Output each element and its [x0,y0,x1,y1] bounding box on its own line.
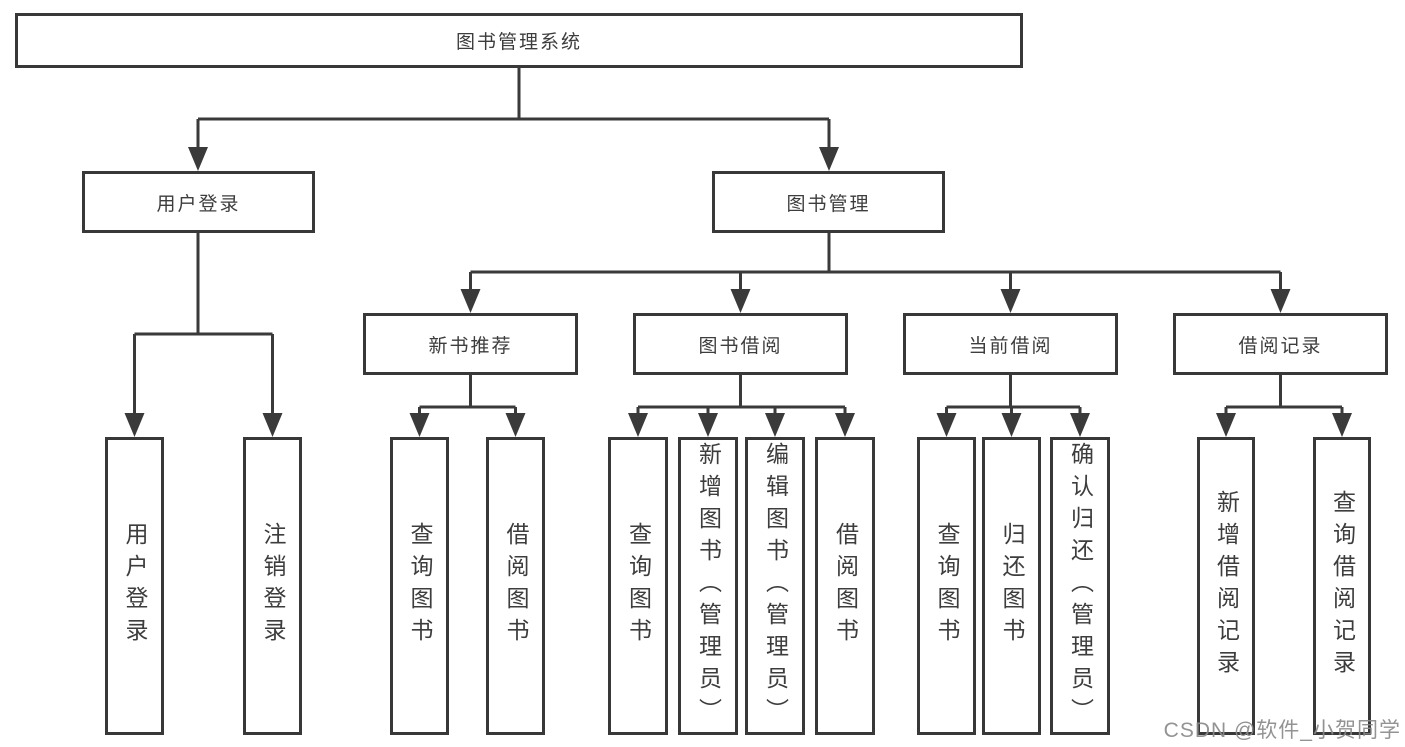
leaf-edit-books-admin-label: 编辑图书（管理员） [762,442,789,730]
arrowhead-recommend-leaf-2 [505,413,526,437]
node-book-borrow-label: 图书借阅 [698,335,783,357]
leaf-return-books-label: 归还图书 [999,522,1025,650]
arrowhead-records-leaf-1 [1216,413,1236,437]
leaf-user-login-label: 用户登录 [122,522,148,650]
csdn-watermark: CSDN @软件_小贺同学 [1163,719,1401,742]
node-root-label: 图书管理系统 [455,32,582,53]
node-new-book-recommend-label: 新书推荐 [428,335,513,357]
arrowhead-borrow-leaf-3 [765,413,785,437]
node-book-management: 图书管理 [712,171,945,233]
leaf-edit-books-admin: 编辑图书（管理员） [745,437,805,735]
leaf-user-login: 用户登录 [105,437,164,735]
arrowhead-records [1270,289,1291,313]
arrowhead-book-mgmt [819,147,839,171]
connector-borrow-to-leaves [636,375,847,417]
node-current-borrow-label: 当前借阅 [968,335,1053,357]
leaf-recommend-borrow-books: 借阅图书 [486,437,545,735]
leaf-add-books-admin-label: 新增图书（管理员） [695,442,722,730]
arrowhead-current-leaf-2 [1001,413,1022,437]
arrowhead-login-leaf-2 [262,413,283,437]
arrowhead-current [1000,289,1021,313]
leaf-query-borrow-record-label: 查询借阅记录 [1329,490,1356,682]
arrowhead-borrow-leaf-2 [698,413,718,437]
leaf-add-borrow-record: 新增借阅记录 [1197,437,1255,735]
leaf-borrow-query-books: 查询图书 [608,437,668,735]
leaf-add-books-admin: 新增图书（管理员） [678,437,738,735]
node-user-login: 用户登录 [82,171,315,233]
leaf-borrow-books: 借阅图书 [815,437,875,735]
arrowhead-login-leaf-1 [124,413,145,437]
arrowhead-current-leaf-1 [936,413,957,437]
leaf-recommend-borrow-books-label: 借阅图书 [503,522,529,650]
leaf-current-query-books-label: 查询图书 [934,522,960,650]
leaf-borrow-books-label: 借阅图书 [832,522,859,650]
leaf-return-books: 归还图书 [982,437,1041,735]
connector-mgmt-to-level2 [469,233,1282,292]
node-new-book-recommend: 新书推荐 [363,313,578,375]
leaf-borrow-query-books-label: 查询图书 [625,522,652,650]
node-borrow-records: 借阅记录 [1173,313,1388,375]
leaf-confirm-return-admin: 确认归还（管理员） [1050,437,1110,735]
node-book-management-label: 图书管理 [786,193,871,215]
node-root-system: 图书管理系统 [15,13,1023,68]
connector-current-to-leaves [945,375,1082,417]
connector-login-to-leaves [133,233,274,416]
leaf-confirm-return-admin-label: 确认归还（管理员） [1067,442,1094,730]
arrowhead-recommend [460,289,481,313]
leaf-recommend-query-books: 查询图书 [390,437,449,735]
leaf-recommend-query-books-label: 查询图书 [407,522,433,650]
connector-recommend-to-leaves [418,375,517,417]
node-current-borrow: 当前借阅 [903,313,1118,375]
node-user-login-label: 用户登录 [156,193,241,215]
arrowhead-borrow [730,289,751,313]
node-book-borrow: 图书借阅 [633,313,848,375]
arrowhead-borrow-leaf-4 [835,413,855,437]
leaf-current-query-books: 查询图书 [917,437,976,735]
connector-root-to-level1 [196,68,831,152]
arrowhead-records-leaf-2 [1332,413,1352,437]
arrowhead-user-login [188,147,208,171]
connector-records-to-leaves [1224,375,1344,417]
node-borrow-records-label: 借阅记录 [1238,335,1323,357]
leaf-add-borrow-record-label: 新增借阅记录 [1213,490,1240,682]
leaf-logout: 注销登录 [243,437,302,735]
leaf-logout-label: 注销登录 [260,522,286,650]
arrowhead-borrow-leaf-1 [628,413,648,437]
arrowhead-current-leaf-3 [1070,413,1090,437]
arrowhead-recommend-leaf-1 [409,413,430,437]
leaf-query-borrow-record: 查询借阅记录 [1313,437,1371,735]
